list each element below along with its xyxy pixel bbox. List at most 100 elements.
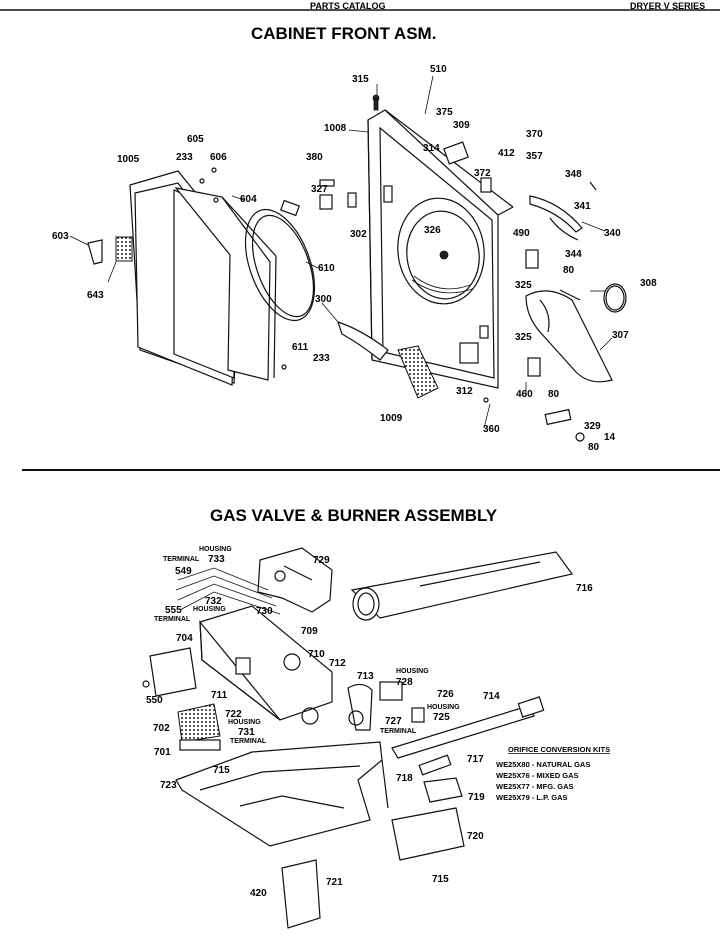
part-number: 380 [306, 152, 323, 163]
header-catalog: PARTS CATALOG [310, 1, 386, 11]
part-label: 716 [576, 583, 593, 594]
orifice-kit-item: WE25X79 - L.P. GAS [496, 793, 568, 802]
section-title-gas: GAS VALVE & BURNER ASSEMBLY [210, 506, 498, 525]
part-label: 711 [211, 690, 228, 701]
orifice-kits-title: ORIFICE CONVERSION KITS [508, 745, 610, 754]
orifice-kit-item: WE25X80 - NATURAL GAS [496, 760, 590, 769]
part-number: 360 [483, 424, 500, 435]
orifice-kit-item: WE25X77 - MFG. GAS [496, 782, 574, 791]
part-label: HOUSING [396, 668, 429, 675]
part-label: 722 [225, 709, 242, 720]
part-number: 370 [526, 129, 543, 140]
part-number: 372 [474, 168, 491, 179]
part-label: 702 [153, 723, 170, 734]
burner-bracket [175, 741, 383, 847]
part-number: 610 [318, 263, 335, 274]
part-number: 344 [565, 249, 582, 260]
part-label: 730 [256, 606, 273, 617]
part-number: 357 [526, 151, 543, 162]
part-number: 233 [176, 152, 193, 163]
part-number: 307 [612, 330, 629, 341]
part-label: HOUSING [228, 719, 261, 726]
cabinet-leaders [69, 75, 613, 429]
part-label: HOUSING [193, 606, 226, 613]
part-number: 327 [311, 184, 328, 195]
part-number: 348 [565, 169, 582, 180]
part-label: 420 [250, 888, 267, 899]
part-label: TERMINAL [230, 738, 267, 745]
part-label: 726 [437, 689, 454, 700]
part-label: 725 [433, 712, 450, 723]
orifice-kit-item: WE25X76 - MIXED GAS [496, 771, 579, 780]
part-label: 732 [205, 596, 222, 607]
part-number: 1005 [117, 154, 140, 165]
part-number: 315 [352, 74, 369, 85]
part-number: 300 [315, 294, 332, 305]
part-label: 729 [313, 555, 330, 566]
header-series: DRYER V SERIES [630, 1, 705, 11]
gas-part-labels: TERMINAL HOUSING 733 729 549 716 732 555… [146, 546, 593, 899]
part-label: HOUSING [199, 546, 232, 553]
part-label: 709 [301, 626, 318, 637]
part-label: 555 [165, 605, 182, 616]
part-number: 340 [604, 228, 621, 239]
part-label: 723 [160, 780, 177, 791]
part-number: 460 [516, 389, 533, 400]
part-label: 549 [175, 566, 192, 577]
part-number: 643 [87, 290, 104, 301]
part-label: 704 [176, 633, 193, 644]
part-label: HOUSING [427, 704, 460, 711]
part-label: 715 [432, 874, 449, 885]
part-number: 309 [453, 120, 470, 131]
part-label: 718 [396, 773, 413, 784]
part-number: 80 [563, 265, 575, 276]
part-number: 1008 [324, 123, 347, 134]
part-label: 728 [396, 677, 413, 688]
part-number: 325 [515, 280, 532, 291]
part-label: TERMINAL [380, 728, 417, 735]
part-number: 611 [292, 342, 309, 353]
part-label: TERMINAL [163, 556, 200, 563]
part-label: 713 [357, 671, 374, 682]
section-title-cabinet: CABINET FRONT ASM. [251, 24, 436, 43]
part-label: 721 [326, 877, 343, 888]
part-label: 550 [146, 695, 163, 706]
part-label: 714 [483, 691, 500, 702]
cabinet-front-drawing [87, 94, 627, 442]
part-label: 727 [385, 716, 402, 727]
part-label: TERMINAL [154, 616, 191, 623]
part-number: 308 [640, 278, 657, 289]
part-number: 606 [210, 152, 227, 163]
part-label: 701 [154, 747, 171, 758]
part-number: 80 [588, 442, 600, 453]
part-label: 715 [213, 765, 230, 776]
part-number: 329 [584, 421, 601, 432]
part-number: 80 [548, 389, 560, 400]
part-number: 14 [604, 432, 616, 443]
gas-drawing [142, 547, 574, 929]
part-number: 325 [515, 332, 532, 343]
orifice-kits-list: ORIFICE CONVERSION KITS WE25X80 - NATURA… [496, 745, 610, 802]
part-number: 233 [313, 353, 330, 364]
part-number: 326 [424, 225, 441, 236]
part-number: 412 [498, 148, 515, 159]
part-number: 490 [513, 228, 530, 239]
part-number: 314 [423, 143, 440, 154]
part-label: 731 [238, 727, 255, 738]
part-number: 605 [187, 134, 204, 145]
part-label: 733 [208, 554, 225, 565]
part-number: 603 [52, 231, 69, 242]
part-number: 302 [350, 229, 367, 240]
part-number: 510 [430, 64, 447, 75]
part-number: 1009 [380, 413, 403, 424]
part-label: 717 [467, 754, 484, 765]
part-number: 604 [240, 194, 257, 205]
cabinet-part-numbers: 315 510 375 309 1008 314 412 372 370 357… [52, 64, 657, 453]
part-number: 312 [456, 386, 473, 397]
part-number: 341 [574, 201, 591, 212]
part-label: 720 [467, 831, 484, 842]
part-label: 719 [468, 792, 485, 803]
part-label: 712 [329, 658, 346, 669]
part-label: 710 [308, 649, 325, 660]
